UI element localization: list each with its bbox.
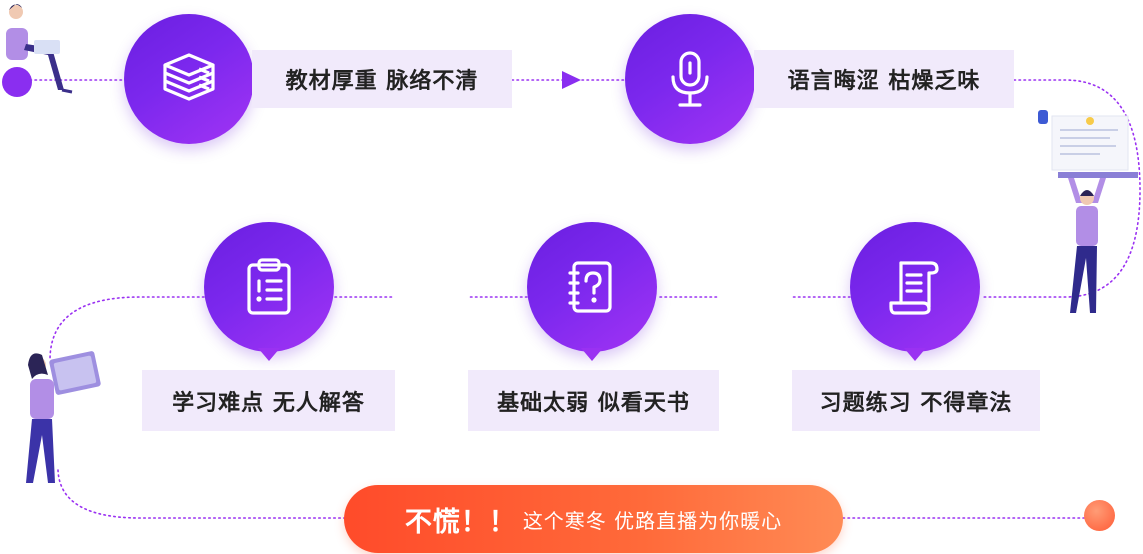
question-notebook-icon xyxy=(568,261,612,313)
step-4-circle xyxy=(527,222,657,352)
step-5-circle xyxy=(850,222,980,352)
step-1-label: 教材厚重 脉络不清 xyxy=(252,50,512,108)
path-end-dot xyxy=(1084,500,1115,531)
scroll-document-icon xyxy=(889,261,939,315)
cta-banner[interactable]: 不慌！！ 这个寒冬 优路直播为你暖心 xyxy=(344,485,843,553)
cta-sub-text: 这个寒冬 优路直播为你暖心 xyxy=(522,508,783,533)
person-sitting-laptop-illustration xyxy=(2,4,73,97)
person-holding-laptop-illustration xyxy=(26,351,101,483)
step-3-label: 学习难点 无人解答 xyxy=(142,370,395,431)
step-2-circle xyxy=(625,14,755,144)
person-holding-document-illustration xyxy=(1038,110,1138,313)
books-stack-icon xyxy=(163,53,215,101)
step-4-pointer xyxy=(581,348,603,361)
step-3-circle xyxy=(204,222,334,352)
step-3-pointer xyxy=(258,348,280,361)
step-5-label: 习题练习 不得章法 xyxy=(792,370,1040,431)
step-5-pointer xyxy=(904,348,926,361)
arrow-right-icon xyxy=(562,71,581,89)
step-4-label: 基础太弱 似看天书 xyxy=(468,370,719,431)
microphone-icon xyxy=(671,51,709,107)
clipboard-list-icon xyxy=(247,258,291,315)
step-2-label: 语言晦涩 枯燥乏味 xyxy=(754,50,1014,108)
step-1-circle xyxy=(124,14,254,144)
cta-strong-text: 不慌！！ xyxy=(404,506,517,538)
